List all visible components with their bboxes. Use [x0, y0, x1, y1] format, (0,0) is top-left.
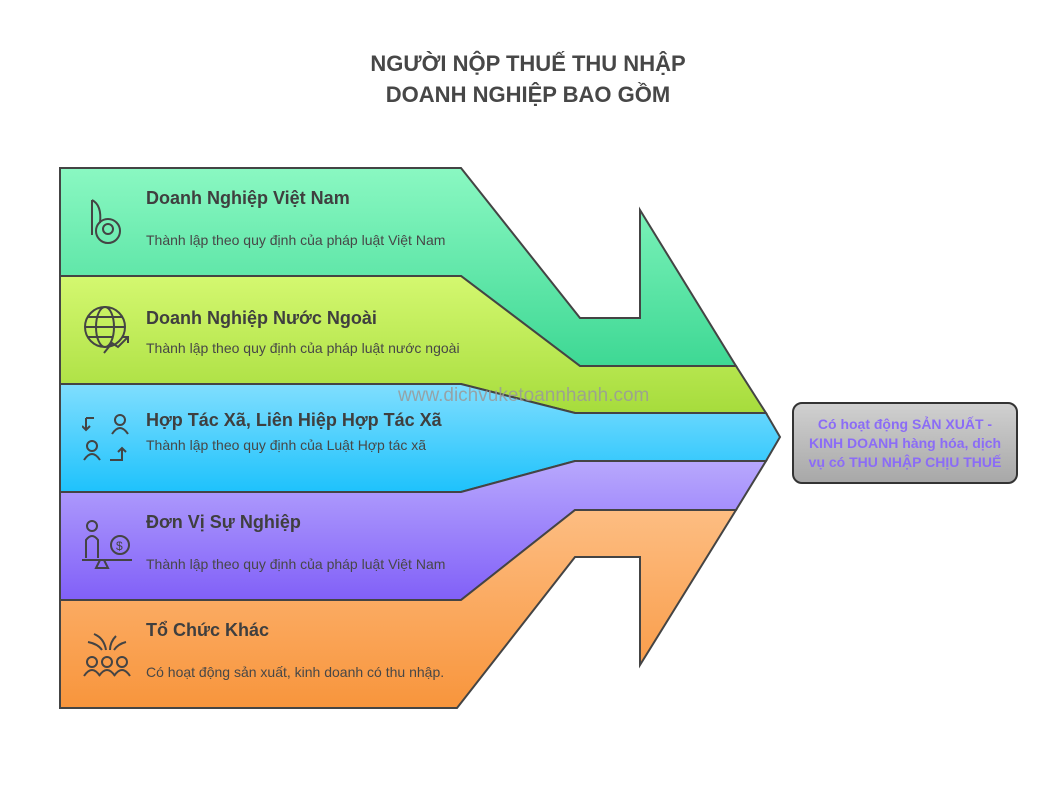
- watermark: www.dichvuketoannhanh.com: [398, 385, 650, 406]
- item-desc-to-chuc-khac: Có hoạt động sản xuất, kinh doanh có thu…: [146, 664, 445, 680]
- result-box: Có hoạt động SẢN XUẤT - KINH DOANH hàng …: [792, 402, 1018, 484]
- item-label-to-chuc-khac: Tổ Chức Khác: [146, 620, 270, 640]
- title-line-2: DOANH NGHIỆP BAO GỒM: [385, 82, 671, 107]
- group-celebration-icon: [83, 633, 131, 677]
- item-label-doanh-nghiep-nuoc-ngoai: Doanh Nghiệp Nước Ngoài: [146, 308, 377, 328]
- item-desc-don-vi-su-nghiep: Thành lập theo quy định của pháp luật Vi…: [146, 556, 446, 572]
- item-desc-hop-tac-xa: Thành lập theo quy định của Luật Hợp tác…: [146, 437, 427, 453]
- globe-growth-icon: [84, 306, 129, 354]
- result-text: Có hoạt động SẢN XUẤT - KINH DOANH hàng …: [808, 415, 1002, 470]
- item-label-don-vi-su-nghiep: Đơn Vị Sự Nghiệp: [146, 512, 301, 532]
- item-label-hop-tac-xa: Hợp Tác Xã, Liên Hiệp Hợp Tác Xã: [146, 410, 442, 430]
- person-money-balance-icon: $: [82, 520, 132, 569]
- title-line-1: NGƯỜI NỘP THUẾ THU NHẬP: [370, 51, 686, 76]
- people-exchange-icon: [82, 414, 129, 461]
- item-desc-doanh-nghiep-nuoc-ngoai: Thành lập theo quy định của pháp luật nư…: [146, 340, 460, 356]
- band-to-chuc-khac: [59, 509, 738, 709]
- business-person-icon: [91, 199, 121, 244]
- svg-text:$: $: [116, 539, 123, 553]
- item-label-doanh-nghiep-viet-nam: Doanh Nghiệp Việt Nam: [146, 188, 350, 208]
- item-desc-doanh-nghiep-viet-nam: Thành lập theo quy định của pháp luật Vi…: [146, 232, 446, 248]
